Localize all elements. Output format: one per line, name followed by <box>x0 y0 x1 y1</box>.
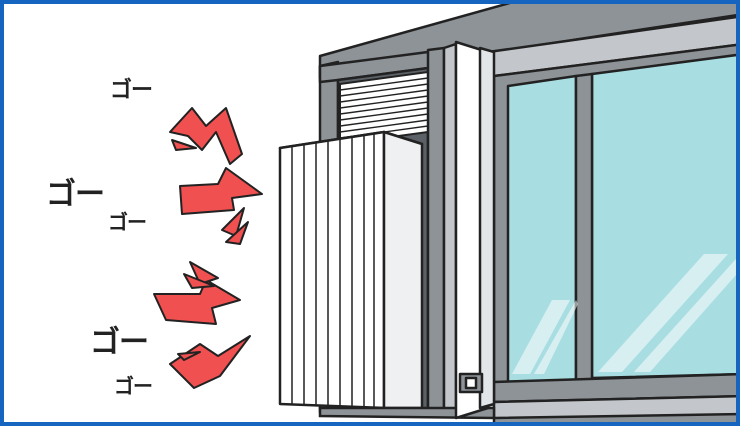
window-ac-scene <box>153 4 736 422</box>
center-post <box>426 42 458 414</box>
sound-effect-label: ゴー <box>110 78 153 103</box>
window-ac-unit <box>278 130 424 410</box>
sound-effect-label: ゴー <box>108 210 147 234</box>
sound-effect-label: ゴー <box>114 374 153 398</box>
sound-effect-label: ゴー <box>90 325 149 360</box>
sound-effect-label: ゴー <box>46 177 105 212</box>
window-sash-panel <box>454 40 496 420</box>
glass-reflections <box>512 254 736 374</box>
bottom-rail <box>318 406 496 420</box>
noise-burst-icon <box>153 107 263 389</box>
